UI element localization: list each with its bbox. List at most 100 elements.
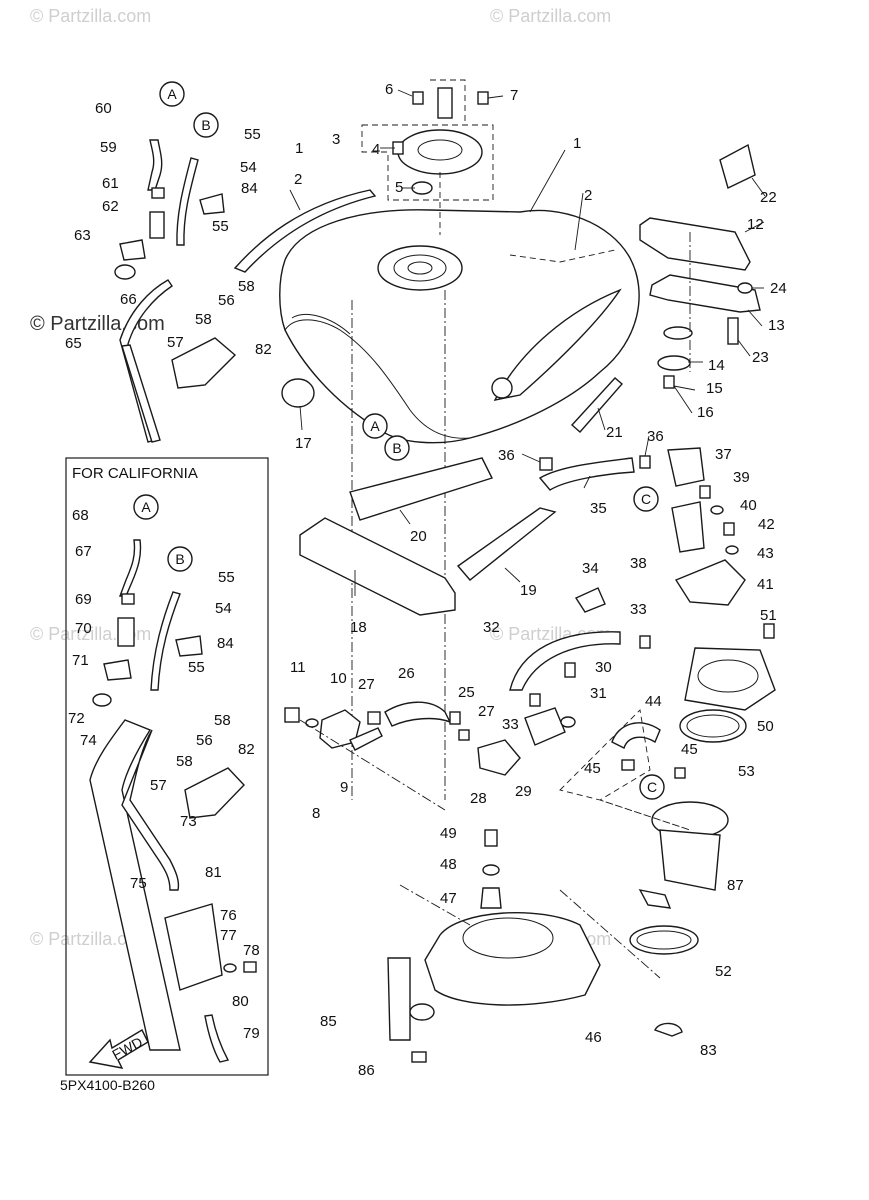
callout-c58a: 58 (238, 278, 255, 295)
callout-c55d: 55 (188, 659, 205, 676)
fuel-pump-cover-46 (387, 829, 661, 1063)
callout-c21: 21 (606, 424, 623, 441)
callout-c8: 8 (312, 805, 320, 822)
tank-trim-left (233, 189, 377, 273)
callout-c51: 51 (760, 607, 777, 624)
tank-pad-20 (349, 457, 493, 521)
callout-c19: 19 (520, 582, 537, 599)
circle-ref-b-3: B (175, 551, 184, 567)
callout-c25: 25 (458, 684, 475, 701)
damper-17 (281, 378, 315, 408)
rear-bracket-assembly (639, 217, 761, 389)
tank-pad-19 (456, 507, 557, 581)
callout-c42: 42 (758, 516, 775, 533)
callout-c50: 50 (757, 718, 774, 735)
fwd-arrow: FWD (88, 1029, 149, 1069)
left-hose-assembly (114, 139, 237, 443)
diagram-code: 5PX4100-B260 (60, 1077, 155, 1093)
fuel-hose-35 (538, 455, 651, 491)
california-box-title: FOR CALIFORNIA (72, 465, 198, 482)
callout-c66: 66 (120, 291, 137, 308)
callout-c6: 6 (385, 81, 393, 98)
callout-c17: 17 (295, 435, 312, 452)
callout-c11: 11 (290, 659, 306, 676)
callout-c28: 28 (470, 790, 487, 807)
callout-c12: 12 (747, 216, 764, 233)
callout-c53: 53 (738, 763, 755, 780)
callout-c45a: 45 (584, 760, 601, 777)
callout-c26: 26 (398, 665, 415, 682)
callout-c45b: 45 (681, 741, 698, 758)
callout-c9: 9 (340, 779, 348, 796)
california-box: FOR CALIFORNIA (65, 457, 269, 1076)
tank-trim-21 (571, 377, 623, 433)
callout-c67: 67 (75, 543, 92, 560)
callout-c23: 23 (752, 349, 769, 366)
callout-c77: 77 (220, 927, 237, 944)
callout-c76: 76 (220, 907, 237, 924)
callout-c84b: 84 (217, 635, 234, 652)
circle-ref-c-2: C (647, 779, 657, 795)
callout-c34: 34 (582, 560, 599, 577)
callout-c55b: 55 (212, 218, 229, 235)
callout-c54b: 54 (215, 600, 232, 617)
tank-pad-18 (299, 517, 456, 616)
callout-c56a: 56 (218, 292, 235, 309)
c-ref-lines (559, 709, 691, 831)
callout-c37: 37 (715, 446, 732, 463)
callout-c55c: 55 (218, 569, 235, 586)
callout-c27a: 27 (358, 676, 375, 693)
callout-c36a: 36 (498, 447, 515, 464)
callout-c39: 39 (733, 469, 750, 486)
callout-c33a: 33 (630, 601, 647, 618)
callout-c5: 5 (395, 179, 403, 196)
watermark-2: © Partzilla.com (490, 6, 611, 26)
watermark-1: © Partzilla.com (30, 6, 151, 26)
callout-c41: 41 (757, 576, 774, 593)
callout-c24: 24 (770, 280, 787, 297)
callout-c33b: 33 (502, 716, 519, 733)
leader-lines (289, 89, 766, 596)
circle-ref-b-1: B (201, 117, 210, 133)
callout-c30: 30 (595, 659, 612, 676)
callout-c63: 63 (74, 227, 91, 244)
callout-c57a: 57 (167, 334, 184, 351)
circle-ref-c-1: C (641, 491, 651, 507)
callout-c31: 31 (590, 685, 607, 702)
callout-c52: 52 (715, 963, 732, 980)
callout-c20: 20 (410, 528, 427, 545)
callout-c36b: 36 (647, 428, 664, 445)
callout-c15: 15 (706, 380, 723, 397)
callout-c43: 43 (757, 545, 774, 562)
callout-c55a: 55 (244, 126, 261, 143)
callout-c86: 86 (358, 1062, 375, 1079)
callout-c75: 75 (130, 875, 147, 892)
callout-c68: 68 (72, 507, 89, 524)
callout-c29: 29 (515, 783, 532, 800)
callout-c82a: 82 (255, 341, 272, 358)
callout-c73: 73 (180, 813, 197, 830)
callout-c49: 49 (440, 825, 457, 842)
callout-c4: 4 (372, 141, 380, 158)
emblem-22 (719, 143, 756, 189)
callout-c78: 78 (243, 942, 260, 959)
watermark-6: © Partzilla.com (30, 929, 151, 949)
callout-c57b: 57 (150, 777, 167, 794)
callout-c65: 65 (65, 335, 82, 352)
callout-c3: 3 (332, 131, 340, 148)
watermark-dark: © Partzilla.com (30, 313, 165, 335)
fuel-cap-assembly (361, 79, 494, 235)
callout-c82b: 82 (238, 741, 255, 758)
callout-c18: 18 (350, 619, 367, 636)
fuel-tank (279, 209, 640, 800)
callout-c35: 35 (590, 500, 607, 517)
callout-c46: 46 (585, 1029, 602, 1046)
circle-ref-a-3: A (141, 499, 151, 515)
callout-c56b: 56 (196, 732, 213, 749)
callout-c72: 72 (68, 710, 85, 727)
callout-c79: 79 (243, 1025, 260, 1042)
callout-c61: 61 (102, 175, 119, 192)
callout-c81: 81 (205, 864, 222, 881)
